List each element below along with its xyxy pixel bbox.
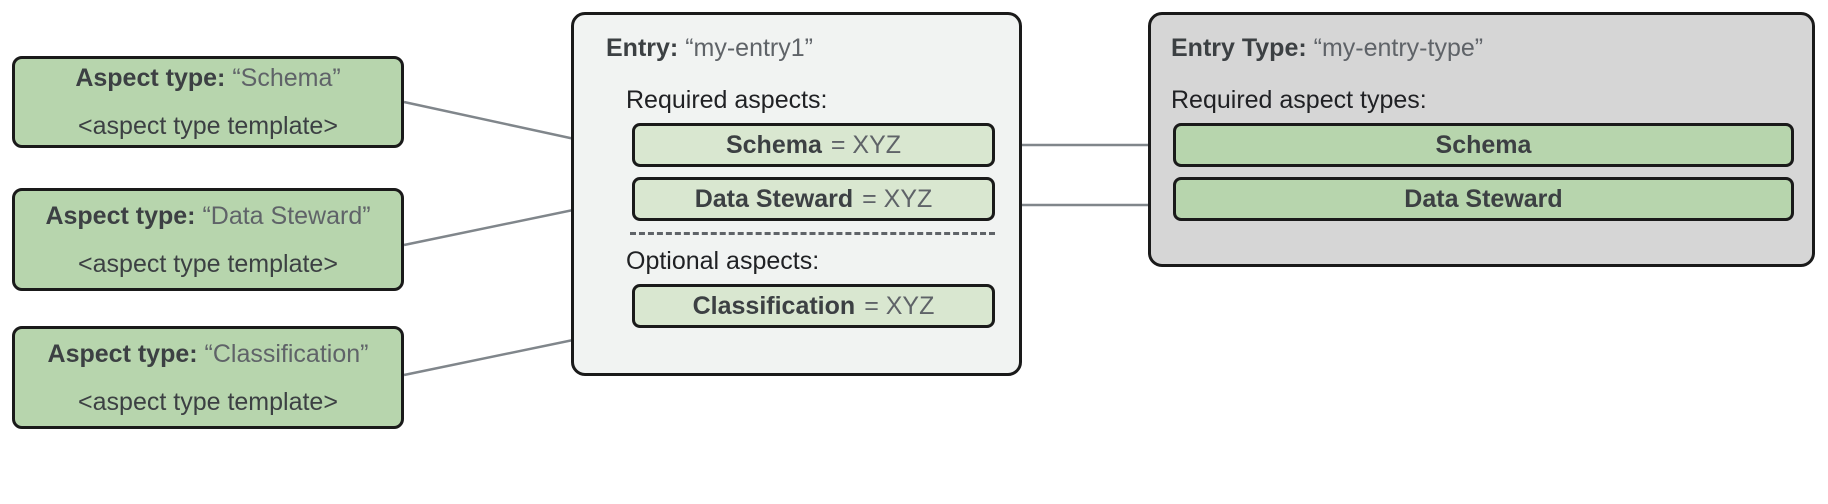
aspect-type-card-title: Aspect type: “Data Steward” <box>45 201 370 231</box>
optional-aspects-heading: Optional aspects: <box>626 247 820 275</box>
required-aspect-types-heading: Required aspect types: <box>1171 86 1427 114</box>
aspect-type-card-title: Aspect type: “Classification” <box>48 339 369 369</box>
aspect-type-name: “Classification” <box>204 339 369 368</box>
entry-type-panel[interactable]: Entry Type: “my-entry-type” Required asp… <box>1148 12 1815 267</box>
entry-aspect-chip-schema[interactable]: Schema = XYZ <box>632 123 995 167</box>
entry-aspect-chip-data-steward[interactable]: Data Steward = XYZ <box>632 177 995 221</box>
entry-type-chip-schema[interactable]: Schema <box>1173 123 1794 167</box>
entry-type-panel-title: Entry Type: “my-entry-type” <box>1171 33 1794 63</box>
aspect-chip-name: Classification <box>692 291 856 320</box>
aspect-chip-name: Schema <box>725 130 822 159</box>
optional-aspects-divider <box>630 232 995 235</box>
aspect-type-card-title: Aspect type: “Schema” <box>75 63 340 93</box>
aspect-type-template: <aspect type template> <box>78 387 338 416</box>
aspect-chip-value: = XYZ <box>864 291 935 320</box>
entry-type-label: Entry Type: <box>1171 34 1307 62</box>
entry-label: Entry: <box>606 34 679 62</box>
aspect-type-label: Aspect type: <box>45 201 196 230</box>
aspect-chip-value: = XYZ <box>830 130 902 159</box>
aspect-type-card-classification[interactable]: Aspect type: “Classification” <aspect ty… <box>12 326 404 429</box>
aspect-chip-name: Data Steward <box>694 184 854 213</box>
aspect-chip-value: = XYZ <box>862 184 933 213</box>
entry-type-chip-data-steward[interactable]: Data Steward <box>1173 177 1794 221</box>
required-aspects-heading: Required aspects: <box>626 86 828 114</box>
aspect-type-template: <aspect type template> <box>78 249 338 278</box>
aspect-type-template: <aspect type template> <box>78 112 338 140</box>
entry-panel[interactable]: Entry: “my-entry1” Required aspects: Sch… <box>571 12 1022 376</box>
entry-aspect-chip-classification[interactable]: Classification = XYZ <box>632 284 995 328</box>
aspect-type-name: “Data Steward” <box>202 201 371 230</box>
entry-name: “my-entry1” <box>685 34 813 62</box>
aspect-type-label: Aspect type: <box>47 339 198 368</box>
aspect-type-card-schema[interactable]: Aspect type: “Schema” <aspect type templ… <box>12 56 404 148</box>
aspect-type-card-data-steward[interactable]: Aspect type: “Data Steward” <aspect type… <box>12 188 404 291</box>
aspect-type-name: “Schema” <box>232 64 341 92</box>
aspect-type-label: Aspect type: <box>75 64 226 92</box>
entry-panel-title: Entry: “my-entry1” <box>606 33 995 63</box>
entry-type-name: “my-entry-type” <box>1313 34 1484 62</box>
